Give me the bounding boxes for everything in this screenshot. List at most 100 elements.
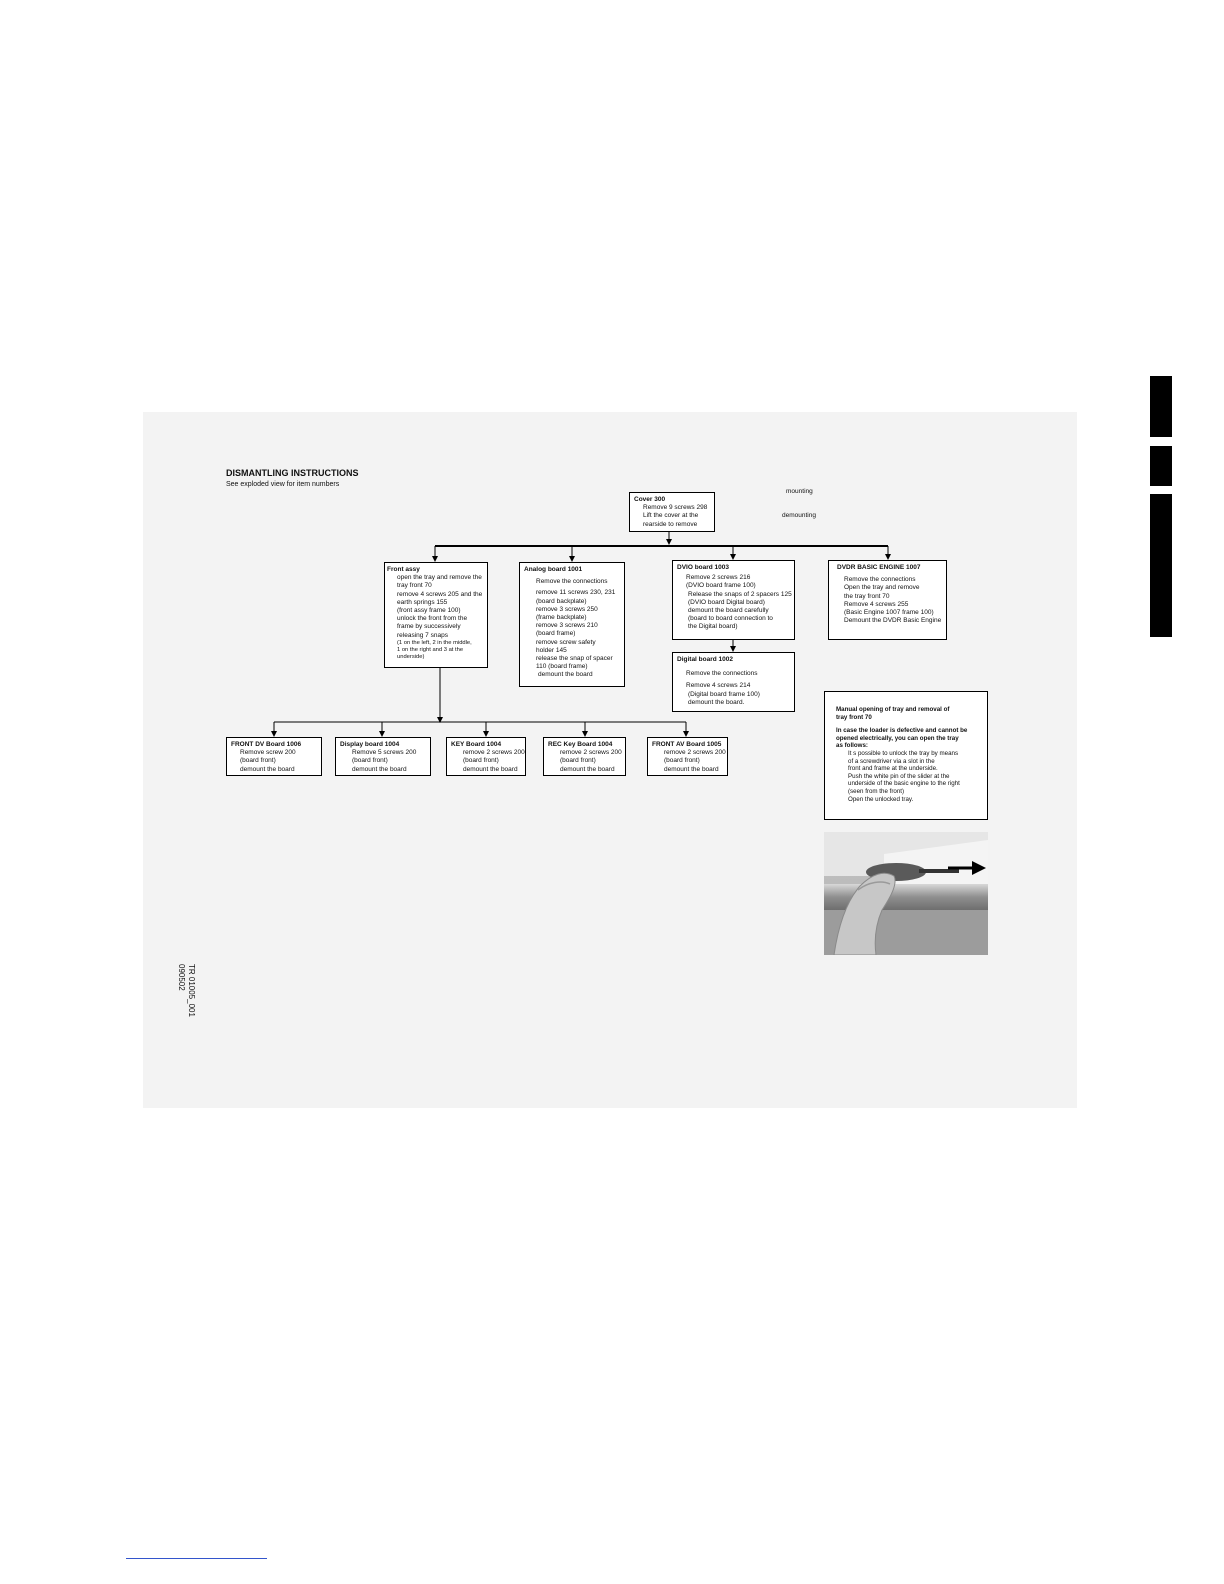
front-dv-board-title: FRONT DV Board 1006: [231, 741, 302, 748]
basic-engine-box: DVDR BASIC ENGINE 1007 Remove the connec…: [828, 560, 947, 640]
front-assy-line: releasing 7 snaps: [397, 631, 448, 639]
basic-engine-line: Remove 4 screws 255: [844, 600, 909, 608]
dvio-board-line: Release the snaps of 2 spacers 125: [688, 590, 792, 598]
analog-board-line: remove 3 screws 250: [536, 605, 598, 613]
tray-note-box: Manual opening of tray and removal of tr…: [824, 691, 988, 820]
key-board-box: KEY Board 1004 remove 2 screws 200 (boar…: [446, 737, 526, 776]
tray-note-warning: In case the loader is defective and cann…: [836, 727, 968, 735]
rec-key-board-line: demount the board: [560, 765, 615, 773]
edge-tab-2: [1150, 446, 1172, 486]
basic-engine-line: Demount the DVDR Basic Engine: [844, 617, 942, 625]
analog-board-box: Analog board 1001 Remove the connections…: [519, 562, 625, 687]
digital-board-line: demount the board.: [688, 698, 745, 706]
analog-board-line: holder 145: [536, 646, 567, 654]
rec-key-board-box: REC Key Board 1004 remove 2 screws 200 (…: [543, 737, 626, 776]
front-assy-line: remove 4 screws 205 and the: [397, 590, 483, 598]
document-reference: TR 01005_001 090502: [176, 964, 196, 1024]
dvio-board-line: demount the board carefully: [688, 607, 769, 615]
analog-board-line: remove screw safety: [536, 638, 596, 646]
front-assy-line: (front assy frame 100): [397, 607, 461, 615]
display-board-line: Remove 5 screws 200: [352, 749, 417, 757]
display-board-line: demount the board: [352, 765, 407, 773]
tray-note-warning: opened electrically, you can open the tr…: [836, 734, 959, 742]
analog-board-line: release the snap of spacer: [536, 655, 613, 663]
rec-key-board-line: remove 2 screws 200: [560, 749, 622, 757]
front-assy-line: open the tray and remove the: [397, 574, 482, 582]
basic-engine-line: the tray front 70: [844, 592, 890, 600]
tray-note-warning: as follows:: [836, 742, 868, 750]
key-board-line: (board front): [463, 757, 499, 765]
tray-note-line: of a screwdriver via a slot in the: [848, 757, 935, 765]
front-av-board-title: FRONT AV Board 1005: [652, 741, 722, 748]
front-av-board-box: FRONT AV Board 1005 remove 2 screws 200 …: [647, 737, 728, 776]
rec-key-board-line: (board front): [560, 757, 596, 765]
basic-engine-line: Open the tray and remove: [844, 584, 920, 592]
dvio-board-line: (DVIO board Digital board): [688, 598, 765, 606]
analog-board-line: (frame backplate): [536, 614, 587, 622]
tray-note-title: Manual opening of tray and removal of: [836, 706, 950, 713]
front-av-board-line: remove 2 screws 200: [664, 749, 726, 757]
tray-note-line: It s possible to unlock the tray by mean…: [848, 749, 959, 757]
front-assy-box: Front assy open the tray and remove the …: [384, 562, 488, 668]
dvio-board-line: (DVIO board frame 100): [686, 582, 756, 590]
tray-note-line: Push the white pin of the slider at the: [848, 772, 950, 780]
edge-tab-1: [1150, 376, 1172, 437]
tray-note-line: front and frame at the underside.: [848, 765, 938, 773]
basic-engine-line: Remove the connections: [844, 576, 916, 584]
legend-mounting: mounting: [786, 488, 813, 495]
cover-line: Remove 9 screws 298: [643, 504, 708, 512]
cover-title: Cover 300: [634, 496, 666, 503]
display-board-title: Display board 1004: [340, 741, 400, 748]
front-av-board-line: demount the board: [664, 765, 719, 773]
edge-tab-3: [1150, 494, 1172, 637]
front-assy-title: Front assy: [387, 566, 420, 573]
dvio-board-title: DVIO board 1003: [677, 564, 730, 571]
analog-board-line: 110 (board frame): [536, 663, 588, 671]
basic-engine-title: DVDR BASIC ENGINE 1007: [837, 564, 921, 571]
digital-board-box: Digital board 1002 Remove the connection…: [672, 652, 795, 712]
analog-board-line: remove 11 screws 230, 231: [536, 589, 616, 597]
dvio-board-line: (board to board connection to: [688, 615, 773, 623]
front-dv-board-line: Remove screw 200: [240, 749, 296, 757]
front-assy-line: earth springs 155: [397, 598, 448, 606]
cover-line: rearside to remove: [643, 520, 698, 528]
dvio-board-box: DVIO board 1003 Remove 2 screws 216 (DVI…: [672, 560, 795, 640]
digital-board-title: Digital board 1002: [677, 656, 733, 663]
screwdriver-photo: [824, 832, 988, 955]
tray-note-line: Open the unlocked tray.: [848, 795, 914, 803]
digital-board-line: (Digital board frame 100): [688, 690, 760, 698]
analog-board-title: Analog board 1001: [524, 566, 583, 573]
footer-rule: [126, 1558, 267, 1559]
tray-note-title: tray front 70: [836, 713, 872, 721]
analog-board-line: (board frame): [536, 630, 576, 638]
legend-demounting: demounting: [782, 512, 816, 519]
document-reference-code: TR 01005_001: [187, 964, 196, 1017]
basic-engine-line: (Basic Engine 1007 frame 100): [844, 609, 934, 617]
front-av-board-line: (board front): [664, 757, 700, 765]
digital-board-line: Remove the connections: [686, 670, 758, 678]
digital-board-line: Remove 4 screws 214: [686, 682, 751, 690]
document-reference-date: 090502: [177, 964, 186, 991]
display-board-box: Display board 1004 Remove 5 screws 200 (…: [335, 737, 431, 776]
front-dv-board-line: demount the board: [240, 765, 295, 773]
analog-board-line: remove 3 screws 210: [536, 622, 598, 630]
cover-box: Cover 300 Remove 9 screws 298 Lift the c…: [629, 492, 715, 532]
front-assy-line: underside): [397, 653, 425, 660]
front-assy-line: unlock the front from the: [397, 615, 468, 623]
cover-line: Lift the cover at the: [643, 512, 699, 520]
display-board-line: (board front): [352, 757, 388, 765]
tray-note-line: underside of the basic engine to the rig…: [848, 780, 960, 788]
page-subtitle: See exploded view for item numbers: [226, 481, 340, 488]
tray-note-line: (seen from the front): [848, 787, 905, 795]
key-board-title: KEY Board 1004: [451, 741, 502, 748]
front-dv-board-line: (board front): [240, 757, 276, 765]
dvio-board-line: Remove 2 screws 216: [686, 574, 751, 582]
key-board-line: demount the board: [463, 765, 518, 773]
front-dv-board-box: FRONT DV Board 1006 Remove screw 200 (bo…: [226, 737, 322, 776]
analog-board-line: Remove the connections: [536, 578, 608, 586]
page-title: DISMANTLING INSTRUCTIONS: [226, 468, 359, 478]
front-assy-line: 1 on the right and 3 at the: [397, 646, 464, 653]
front-assy-line: tray front 70: [397, 582, 432, 590]
dvio-board-line: the Digital board): [688, 623, 738, 631]
